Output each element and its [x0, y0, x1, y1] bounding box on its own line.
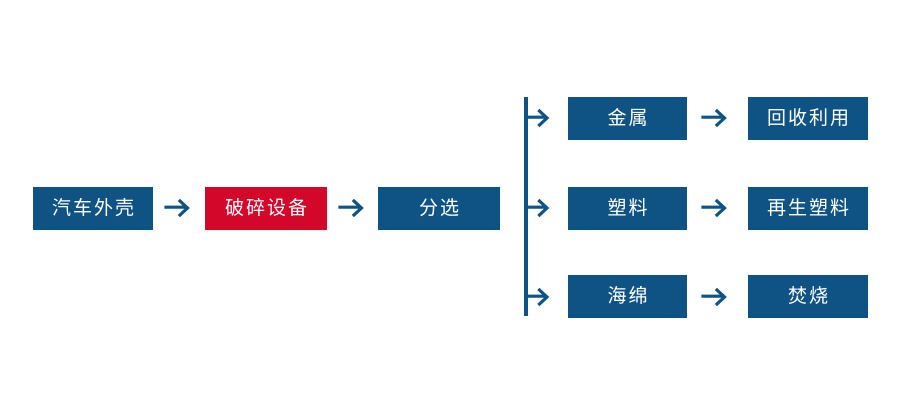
node-sorting[interactable]: 分选	[378, 187, 500, 230]
arrow-split-to-sponge	[525, 287, 551, 307]
arrow-plastic-to-regen	[701, 198, 729, 218]
node-plastic-label: 塑料	[607, 198, 650, 219]
arrow-crusher-to-sorting	[338, 198, 366, 218]
node-sponge[interactable]: 海绵	[568, 275, 687, 318]
arrow-sponge-to-incinerate	[701, 287, 729, 307]
node-regenerated-plastic[interactable]: 再生塑料	[748, 187, 868, 230]
arrow-split-to-metal	[525, 108, 551, 128]
arrow-metal-to-recycle	[701, 108, 729, 128]
node-sorting-label: 分选	[418, 198, 461, 219]
node-recycle-use[interactable]: 回收利用	[748, 97, 868, 140]
node-car-shell[interactable]: 汽车外壳	[33, 187, 153, 230]
node-incineration-label: 焚烧	[787, 286, 830, 307]
node-crusher-label: 破碎设备	[224, 198, 309, 219]
node-regenerated-plastic-label: 再生塑料	[766, 198, 851, 219]
node-sponge-label: 海绵	[607, 286, 650, 307]
node-plastic[interactable]: 塑料	[568, 187, 687, 230]
node-metal[interactable]: 金属	[568, 97, 687, 140]
node-recycle-use-label: 回收利用	[766, 108, 851, 129]
node-metal-label: 金属	[607, 108, 650, 129]
node-car-shell-label: 汽车外壳	[51, 198, 136, 219]
arrow-split-to-plastic	[525, 198, 551, 218]
node-crusher[interactable]: 破碎设备	[205, 187, 327, 230]
arrow-shell-to-crusher	[164, 198, 192, 218]
node-incineration[interactable]: 焚烧	[748, 275, 868, 318]
